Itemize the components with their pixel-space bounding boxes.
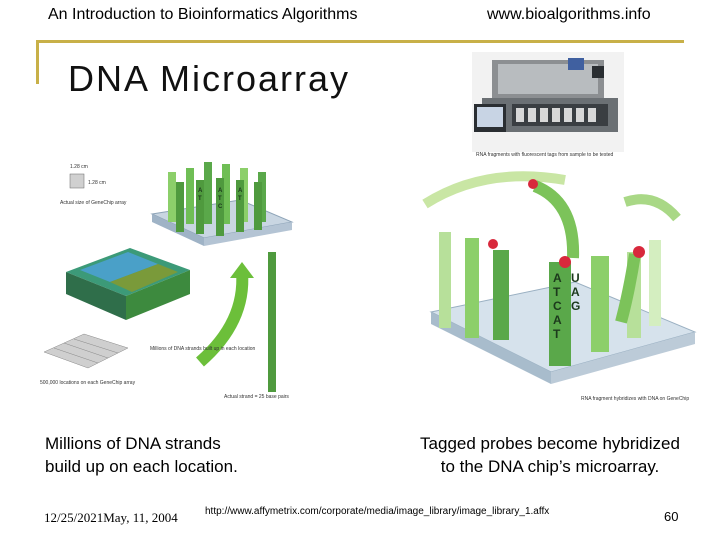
svg-text:A: A (238, 188, 243, 194)
actual-size-label: Actual size of GeneChip array (60, 200, 127, 206)
machine-caption: RNA fragments with fluorescent tags from… (476, 152, 614, 158)
footer-date: 12/25/2021May, 11, 2004 (44, 510, 178, 526)
svg-text:C: C (218, 204, 223, 210)
hybridization-figure: A T C A T U A G RNA fragment hybridizes … (415, 162, 700, 408)
left-caption-line2: build up on each location. (45, 455, 238, 478)
right-caption: Tagged probes become hybridized to the D… (405, 432, 695, 478)
strand-label: Actual strand = 25 base pairs (224, 394, 289, 400)
right-caption-line2: to the DNA chip’s microarray. (405, 455, 695, 478)
svg-text:A: A (571, 285, 580, 299)
svg-text:A: A (553, 313, 562, 327)
microarray-scanner-photo: RNA fragments with fluorescent tags from… (472, 52, 624, 160)
svg-text:A: A (218, 188, 223, 194)
svg-text:U: U (571, 271, 580, 285)
millions-label: Millions of DNA strands built up in each… (150, 346, 256, 352)
tag-dot (488, 239, 498, 249)
locations-label: 500,000 locations on each GeneChip array (40, 380, 136, 386)
size-top-label: 1.28 cm (70, 164, 88, 170)
header-course-title: An Introduction to Bioinformatics Algori… (48, 6, 357, 24)
header-website: www.bioalgorithms.info (487, 6, 651, 24)
tray-stripes (516, 108, 596, 122)
genechip-array-figure: A T A T C A T 1.28 cm 1.28 cm Actual siz… (40, 152, 302, 406)
left-caption: Millions of DNA strands build up on each… (45, 432, 238, 478)
tag-dot (559, 256, 571, 268)
svg-text:T: T (198, 196, 202, 202)
size-side-label: 1.28 cm (88, 180, 106, 186)
accent-rule-horizontal (36, 40, 684, 43)
svg-text:T: T (238, 196, 242, 202)
left-caption-line1: Millions of DNA strands (45, 432, 238, 455)
page-number: 60 (664, 509, 678, 524)
svg-text:C: C (553, 299, 562, 313)
footer-source-link[interactable]: http://www.affymetrix.com/corporate/medi… (205, 506, 549, 517)
svg-text:T: T (553, 327, 561, 341)
tag-dot (528, 179, 538, 189)
svg-text:A: A (198, 188, 203, 194)
svg-text:T: T (218, 196, 222, 202)
svg-text:T: T (553, 285, 561, 299)
right-caption-line1: Tagged probes become hybridized (405, 432, 695, 455)
accent-rule-vertical (36, 40, 39, 84)
svg-text:G: G (571, 299, 580, 313)
hybridize-label: RNA fragment hybridizes with DNA on Gene… (581, 396, 689, 402)
svg-text:A: A (553, 271, 562, 285)
tag-dot (633, 246, 645, 258)
small-grid-chip (44, 334, 128, 368)
slide-title: DNA Microarray (68, 58, 350, 100)
